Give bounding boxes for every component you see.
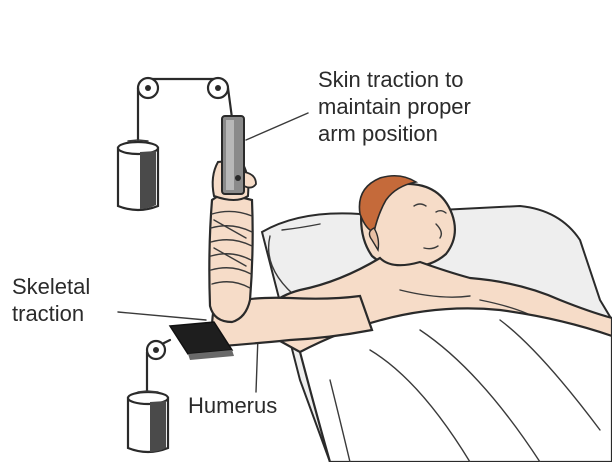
skin-traction-label-line-2: maintain proper (318, 93, 558, 120)
skin-traction-leader-line (246, 113, 308, 140)
forearm (209, 195, 252, 322)
skeletal-traction-label-line-2: traction (12, 300, 122, 327)
arm-rope (228, 88, 232, 118)
skeletal-traction-leader-line (118, 312, 206, 320)
skin-traction-label: Skin traction to maintain proper arm pos… (318, 66, 558, 147)
patient-head (359, 176, 454, 267)
lower-pulley-system (128, 341, 168, 452)
upper-traction-weight (118, 140, 158, 210)
humerus-label: Humerus (188, 392, 277, 419)
skin-traction-label-line-3: arm position (318, 120, 558, 147)
hand-splint (213, 116, 256, 200)
skeletal-traction-label-line-1: Skeletal (12, 273, 122, 300)
lower-traction-weight (128, 391, 168, 452)
skeletal-traction-label: Skeletal traction (12, 273, 122, 327)
humerus-leader-line (256, 336, 258, 392)
skin-traction-label-line-1: Skin traction to (318, 66, 558, 93)
